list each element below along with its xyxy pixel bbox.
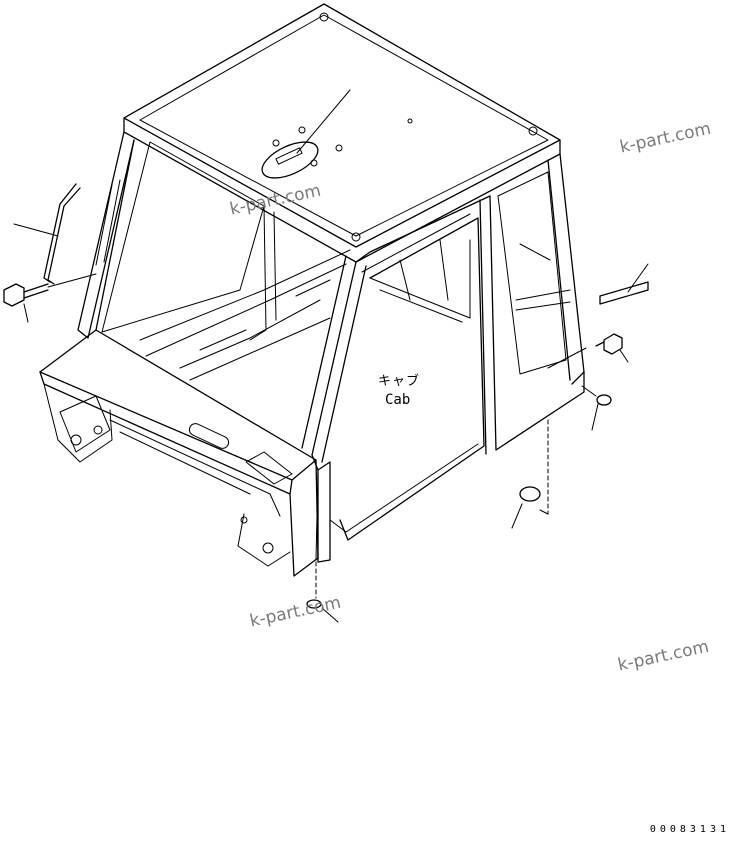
bushing-lower bbox=[511, 419, 549, 529]
rear-right-pillar bbox=[479, 153, 585, 455]
bottom-cap bbox=[306, 561, 339, 623]
front-right-pillar bbox=[301, 195, 491, 471]
cab-label-english: Cab bbox=[385, 392, 411, 408]
fitting-right bbox=[547, 333, 629, 369]
front-left-pillar bbox=[77, 131, 265, 339]
cab-label-japanese: キャブ bbox=[378, 374, 421, 389]
label-plate bbox=[599, 263, 649, 305]
interior-frame bbox=[139, 205, 571, 381]
front-dash-panel bbox=[39, 329, 319, 577]
lower-front-right-panel bbox=[315, 461, 331, 563]
plug-right bbox=[581, 385, 612, 431]
drawing-number: 00083131 bbox=[649, 824, 730, 835]
bolt-left bbox=[3, 273, 97, 323]
door-opening bbox=[329, 213, 485, 541]
handrail-part bbox=[13, 183, 81, 285]
cab-roof bbox=[123, 3, 561, 263]
